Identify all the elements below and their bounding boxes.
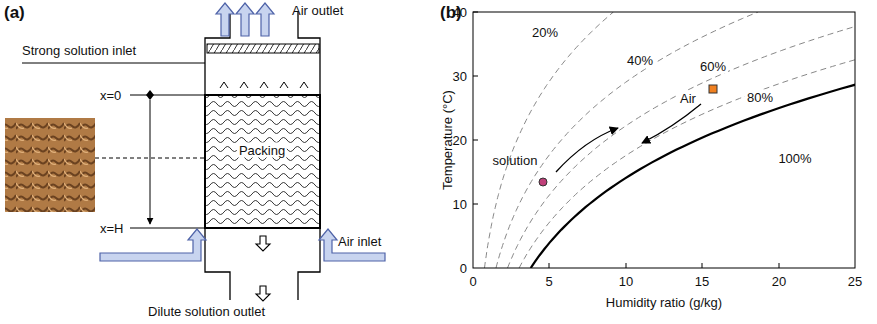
tick-label: 40 (453, 5, 467, 20)
callout-line (95, 158, 205, 159)
position-label: x=H (100, 221, 123, 236)
outlet-label: Dilute solution outlet (148, 304, 265, 319)
air-inlet-arrows (100, 229, 385, 261)
tick-label: 5 (545, 274, 552, 289)
state-label: Air (678, 91, 698, 106)
air-point (709, 85, 717, 93)
axis-title: Humidity ratio (g/kg) (606, 295, 722, 310)
tower (205, 12, 320, 300)
rh-curve (519, 12, 855, 268)
saturation-curve (531, 12, 855, 268)
tick-label: 0 (460, 261, 467, 276)
air-outlet-arrows (216, 3, 274, 36)
tick-label: 10 (453, 197, 467, 212)
solution-point (539, 178, 547, 186)
origin-marker (146, 90, 154, 100)
rh-curve (508, 12, 856, 268)
rh-label: 60% (698, 59, 728, 74)
flow-label: Air inlet (338, 234, 381, 249)
datum-line (130, 95, 205, 96)
rh-curves (485, 12, 856, 268)
rh-label: 100% (776, 151, 813, 166)
solution-outlet-arrows (256, 236, 270, 301)
rh-curve (496, 12, 758, 268)
inlet-label: Strong solution inlet (22, 43, 136, 58)
tick-label: 30 (453, 69, 467, 84)
flow-label: Air outlet (292, 3, 343, 18)
datum-line (130, 228, 205, 229)
tick-label: 15 (695, 274, 709, 289)
axis-title: Temperature (°C) (440, 90, 455, 190)
tick-label: 20 (772, 274, 786, 289)
rh-label: 40% (625, 53, 655, 68)
plot-frame (473, 12, 855, 268)
panel-label: (a) (4, 3, 25, 22)
packing-bed (205, 95, 320, 228)
tick-label: 20 (453, 133, 467, 148)
axis-ticks (473, 12, 779, 268)
process-arrow (642, 104, 701, 143)
leader-line (22, 63, 205, 64)
axis-arrow (150, 100, 151, 224)
solution-pipe (207, 44, 319, 53)
packing-label: Packing (237, 143, 287, 158)
position-label: x=0 (100, 88, 121, 103)
state-label: solution (493, 153, 538, 168)
rh-label: 20% (530, 25, 560, 40)
packing-photo (5, 118, 95, 212)
tick-label: 25 (848, 274, 862, 289)
tick-label: 10 (619, 274, 633, 289)
tick-label: 0 (469, 274, 476, 289)
spray-nozzles (220, 82, 308, 88)
rh-label: 80% (745, 90, 775, 105)
process-arrow (556, 128, 618, 172)
